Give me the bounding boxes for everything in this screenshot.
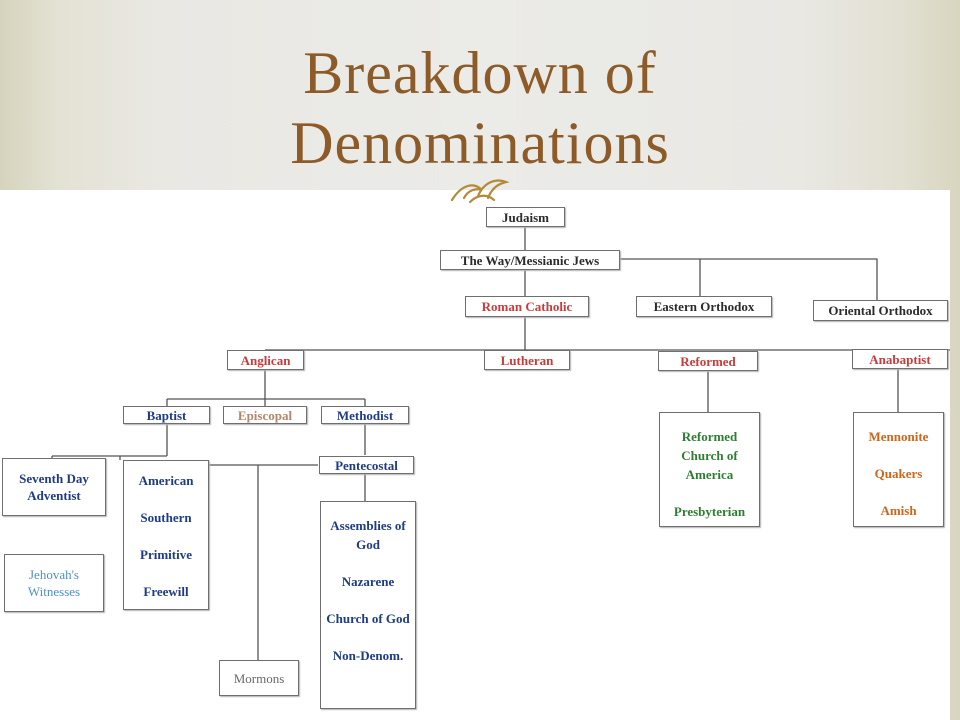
node-eastern-orthodox: Eastern Orthodox (636, 296, 772, 317)
page-title: Breakdown of Denominations (0, 38, 960, 178)
node-oriental-orthodox: Oriental Orthodox (813, 300, 948, 321)
node-episcopal: Episcopal (223, 406, 307, 424)
list-item: Primitive (140, 547, 192, 562)
diagram-panel: Judaism The Way/Messianic Jews Roman Cat… (0, 190, 950, 720)
list-item: Nazarene (341, 574, 395, 589)
list-item: Southern (140, 510, 192, 525)
list-item: Amish (880, 503, 917, 518)
list-item: Quakers (874, 466, 923, 481)
node-anglican: Anglican (227, 350, 304, 370)
connector-lines (51, 227, 950, 660)
node-mormons: Mormons (219, 660, 299, 696)
list-item: Mennonite (868, 429, 929, 444)
list-item: Church of God (326, 611, 410, 626)
node-seventh-day-adventist: Seventh Day Adventist (2, 458, 106, 516)
node-jehovahs-witnesses: Jehovah's Witnesses (4, 554, 104, 612)
node-roman-catholic: Roman Catholic (465, 296, 589, 317)
title-line-1: Breakdown of (303, 40, 657, 106)
list-item: Presbyterian (673, 504, 746, 519)
node-anabaptist: Anabaptist (852, 349, 948, 369)
list-item: Non-Denom. (332, 648, 404, 663)
title-line-2: Denominations (290, 110, 670, 176)
node-judaism: Judaism (486, 207, 565, 227)
node-reformed: Reformed (658, 351, 758, 371)
node-baptist: Baptist (123, 406, 210, 424)
node-pentecostal: Pentecostal (319, 456, 414, 474)
node-the-way: The Way/Messianic Jews (440, 250, 620, 270)
node-lutheran: Lutheran (484, 350, 570, 370)
list-item: Reformed Church of America (681, 429, 738, 482)
fleuron-icon (450, 179, 510, 204)
node-methodist: Methodist (321, 406, 409, 424)
list-item: Freewill (143, 584, 189, 599)
list-item: Assemblies of God (330, 518, 406, 552)
list-item: American (138, 473, 194, 488)
